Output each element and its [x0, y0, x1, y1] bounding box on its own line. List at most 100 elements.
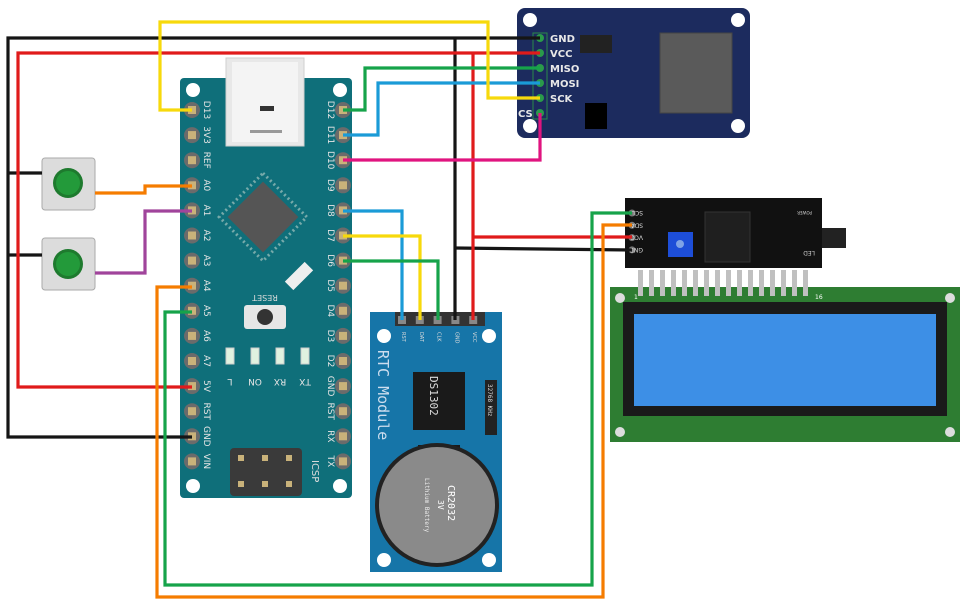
pin-label: RST [201, 402, 211, 420]
pin-label: D13 [201, 101, 211, 119]
scl-wire [163, 211, 632, 587]
rtc-chip-label: DS1302 [427, 376, 440, 416]
led-label: RX [274, 376, 286, 386]
rtc-rst-wire [343, 209, 404, 320]
miso-wire [343, 66, 540, 112]
i2c-pin-label: SCL [631, 209, 643, 216]
i2c-pin-label: GND [629, 246, 643, 253]
rtc-pin-label: CLK [436, 332, 442, 342]
sda-wire [155, 223, 632, 599]
vcc-wire [16, 51, 540, 389]
pin-label: A4 [201, 280, 211, 292]
push-button-1[interactable] [41, 157, 96, 211]
pin-label: D3 [325, 330, 335, 343]
arduino-pin-left-a6[interactable] [184, 327, 200, 344]
arduino-pin-left-a2[interactable] [184, 227, 200, 244]
rtc-crystal-label: 32768 KHz [486, 384, 493, 417]
lcd-header-pin [638, 270, 643, 296]
lcd-header-pin [649, 270, 654, 296]
pin-label: D12 [325, 101, 335, 119]
sd-pin-label: SCK [550, 94, 574, 105]
arduino-pin-left-vin[interactable] [184, 453, 200, 470]
lcd-header-pin [759, 270, 764, 296]
pin-label: A2 [201, 230, 211, 242]
arduino-pin-right-d5[interactable] [335, 277, 351, 294]
pin-label: RX [325, 430, 335, 442]
rtc-battery-voltage: 3V [436, 500, 445, 510]
rtc-pin-label: VCC [471, 332, 477, 343]
lcd-header-pin [803, 270, 808, 296]
pin-label: GND [201, 426, 211, 447]
arduino-pin-right-d4[interactable] [335, 302, 351, 319]
arduino-pin-right-d3[interactable] [335, 327, 351, 344]
arduino-pin-right-d2[interactable] [335, 353, 351, 369]
pin-label: D9 [325, 179, 335, 192]
sd-pin-label: GND [550, 34, 575, 45]
pin-label: GND [325, 376, 335, 397]
rtc-title: RTC Module [374, 350, 392, 440]
rtc-dat-wire [343, 234, 422, 320]
led-label: ON [248, 376, 262, 386]
led-on [250, 347, 260, 365]
led-label: L [227, 376, 232, 386]
pin-label: REF [201, 152, 211, 169]
pin-label: RST [325, 402, 335, 420]
wires [6, 20, 633, 599]
push-button-2[interactable] [41, 237, 96, 291]
lcd-header-pin [693, 270, 698, 296]
lcd-pin-last-label: 16 [815, 294, 823, 301]
gnd-wire [6, 36, 540, 439]
arduino-pin-left-a7[interactable] [184, 353, 200, 369]
lcd-header-pin [704, 270, 709, 296]
backpack-led-label: LED [803, 249, 815, 256]
lcd-header-pin [682, 270, 687, 296]
pin-label: D2 [325, 355, 335, 368]
pin-label: A7 [201, 355, 211, 367]
rtc-battery-type: Lithium Battery [423, 478, 430, 533]
icsp-header [230, 448, 302, 496]
pin-label: VIN [201, 454, 211, 470]
rtc-pin-label: RST [400, 332, 406, 343]
pin-label: D6 [325, 254, 335, 267]
pin-label: TX [325, 455, 335, 468]
rtc-clk-wire [343, 259, 440, 320]
rtc-pin-label: GND [453, 332, 459, 344]
pin-label: D11 [325, 126, 335, 144]
pin-label: A3 [201, 255, 211, 267]
lcd-header-pin [737, 270, 742, 296]
rtc-module: RTC Module DS1302 32768 KHz CR2032 3V Li… [370, 312, 502, 572]
usb-connector [225, 57, 305, 147]
arduino-pin-left-3v3[interactable] [184, 127, 200, 144]
led-tx [300, 347, 310, 365]
arduino-pin-right-d9[interactable] [335, 177, 351, 194]
arduino-pin-right-tx[interactable] [335, 453, 351, 470]
reset-button[interactable] [244, 305, 286, 329]
arduino-pin-left-ref[interactable] [184, 152, 200, 169]
crystal [284, 261, 314, 291]
pin-label: A0 [201, 179, 211, 191]
arduino-pin-left-rst[interactable] [184, 403, 200, 420]
pin-label: D8 [325, 204, 335, 217]
lcd-header-pin [748, 270, 753, 296]
lcd-header-pin [770, 270, 775, 296]
arduino-pin-right-rx[interactable] [335, 428, 351, 445]
pin-label: D7 [325, 229, 335, 242]
lcd-header-pin [715, 270, 720, 296]
arduino-pin-right-rst[interactable] [335, 403, 351, 420]
rtc-battery-label: CR2032 [445, 485, 456, 521]
pin-label: A5 [201, 305, 211, 317]
backpack-power-label: POWER [797, 210, 812, 215]
pin-label: 5V [201, 380, 211, 393]
arduino-pin-left-a3[interactable] [184, 252, 200, 269]
reset-label: RESET [252, 293, 278, 302]
lcd-header-pin [792, 270, 797, 296]
pin-label: A6 [201, 330, 211, 342]
sd-pin-label: MOSI [550, 79, 579, 90]
rtc-pin-label: DAT [418, 332, 424, 343]
button2-a1-wire [95, 209, 192, 275]
pin-label: 3V3 [201, 126, 211, 144]
sd-pin-label: CS [518, 109, 533, 120]
arduino-pin-right-gnd[interactable] [335, 378, 351, 395]
